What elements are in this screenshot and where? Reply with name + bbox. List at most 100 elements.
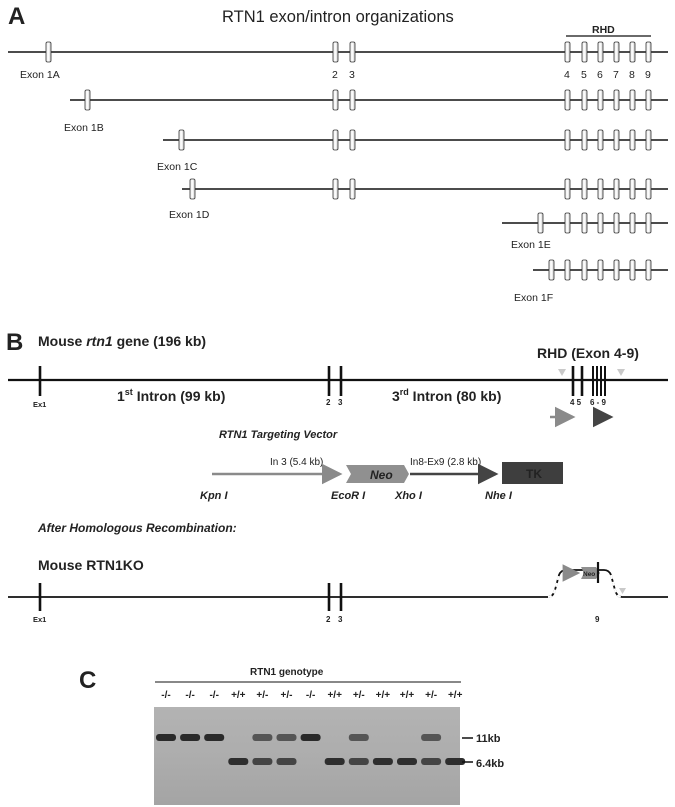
gel-band-11kb [180,734,201,741]
tk-label: TK [526,467,542,481]
panel-b: B Mouse rtn1 gene (196 kb) RHD (Exon 4-9… [6,329,668,624]
gel-band-6-4kb [324,758,345,765]
exon-5 [581,212,588,234]
exon-5 [581,89,588,111]
label-exon-1d: Exon 1D [169,209,210,221]
gel-band-6-4kb [348,758,369,765]
genotype-title: RTN1 genotype [250,667,324,678]
num69-label: 6 - 9 [590,398,607,407]
gel-band-6-4kb [397,758,417,765]
transcript-1e: Exon 1E [502,212,668,251]
genotype-label: -/- [306,690,315,701]
ko-num3-label: 3 [338,615,343,624]
ko-dash-right [610,574,623,598]
exon-9 [645,129,652,151]
intron1-label: 1st Intron (99 kb) [117,387,225,404]
tk-box [502,462,563,484]
panel-a-title: RTN1 exon/intron organizations [222,8,454,26]
ko-dash-left [547,574,560,598]
gel-bands [156,734,466,765]
gel-band-11kb [252,734,273,741]
intron1-text: Intron (99 kb) [133,388,226,404]
gel-band-6-4kb [252,758,273,765]
after-hr-label: After Homologous Recombination: [37,521,237,535]
exon-5 [581,129,588,151]
exon-5 [581,259,588,281]
ko-num2-label: 2 [326,615,331,624]
label-exon-1a: Exon 1A [20,69,60,81]
exon-9 [645,178,652,200]
exon-9 [645,212,652,234]
exon-4 [564,41,571,63]
gene-title: Mouse rtn1 gene (196 kb) [38,333,206,349]
exon-7 [613,259,620,281]
exon-4 [564,259,571,281]
exon-3 [349,41,356,63]
gel-band-11kb [204,734,225,741]
intron3-text: Intron (80 kb) [409,388,502,404]
num2-label: 2 [326,398,331,407]
transcript-1c: Exon 1C [157,129,668,173]
label-exon-1b: Exon 1B [64,122,104,134]
num-5: 5 [581,69,587,81]
transcript-1a: Exon 1A 2 3 4 5 6 7 8 9 [8,41,668,81]
gel-band-11kb [348,734,369,741]
label-exon-1e: Exon 1E [511,239,551,251]
exon-2 [332,129,339,151]
gel-band-6-4kb [228,758,249,765]
loxp-triangle-left [558,369,566,376]
ko-ex1-label: Ex1 [33,615,46,624]
panel-b-letter: B [6,329,23,356]
exon-1c [178,129,185,151]
exon-5 [581,41,588,63]
exon-7 [613,212,620,234]
num-4: 4 [564,69,570,81]
gene-title-name: rtn1 [86,333,113,349]
ko-title: Mouse RTN1KO [38,557,144,573]
exon-4 [564,89,571,111]
exon-8 [629,212,636,234]
genotype-label: +/- [281,690,293,701]
genotype-label: +/+ [231,690,246,701]
genotype-label: -/- [161,690,170,701]
exon-7 [613,41,620,63]
intron1-num: 1 [117,388,125,404]
panel-c: C RTN1 genotype -/--/--/-+/++/-+/--/-+/+… [79,667,504,805]
exon-9 [645,89,652,111]
genotype-label: +/- [425,690,437,701]
exon-4 [564,178,571,200]
gene-title-prefix: Mouse [38,333,86,349]
genotype-label: +/- [256,690,268,701]
exon-1e [537,212,544,234]
exon-1b [84,89,91,111]
intron3-sup: rd [400,387,409,397]
ko-loxp-triangle [619,588,626,594]
ko-neo-label: Neo [583,571,595,578]
exon-2 [332,41,339,63]
exon-7 [613,129,620,151]
num3-label: 3 [338,398,343,407]
exon-4 [564,212,571,234]
ko-neo-box [581,567,600,579]
exon-7 [613,178,620,200]
genotype-labels: -/--/--/-+/++/-+/--/-+/++/-+/++/++/-+/+ [161,690,462,701]
exon-6 [597,89,604,111]
exon-3 [349,89,356,111]
num45-label: 4 5 [570,398,582,407]
exon-6 [597,129,604,151]
exon-8 [629,89,636,111]
loxp-triangle-right [617,369,625,376]
exon-8 [629,41,636,63]
nhe-label: Nhe I [485,490,513,502]
genotype-label: +/+ [376,690,391,701]
rhd-exon-label: RHD (Exon 4-9) [537,345,639,361]
gel-band-11kb [276,734,297,741]
exon-7 [613,89,620,111]
ecor-label: EcoR I [331,490,366,502]
marker-64kb-label: 6.4kb [476,758,504,770]
exon-6 [597,212,604,234]
neo-label: Neo [370,468,393,482]
genotype-label: +/- [353,690,365,701]
num-9: 9 [645,69,651,81]
gel-band-11kb [156,734,176,741]
